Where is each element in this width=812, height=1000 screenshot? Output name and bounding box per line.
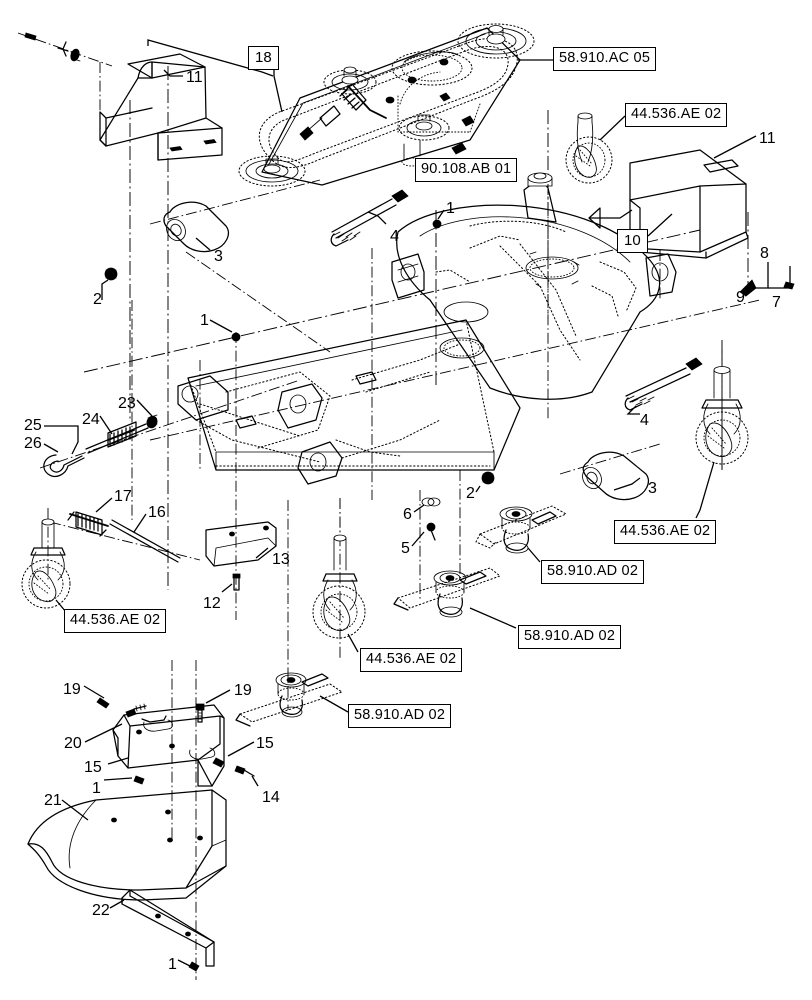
- reference-callout[interactable]: 44.536.AE 02: [625, 103, 728, 127]
- item-number[interactable]: 7: [772, 294, 781, 311]
- item-number[interactable]: 15: [256, 735, 274, 752]
- item-number[interactable]: 24: [82, 411, 100, 428]
- roller-3-right: [559, 443, 661, 501]
- reference-callout[interactable]: 58.910.AD 02: [541, 560, 645, 584]
- item-number[interactable]: 1: [446, 200, 455, 217]
- item-number[interactable]: 5: [401, 540, 410, 557]
- item-number[interactable]: 15: [84, 759, 102, 776]
- leader-11-left: [163, 69, 183, 77]
- bolt-4-right: [624, 357, 703, 415]
- reference-callout[interactable]: 90.108.AB 01: [415, 158, 518, 182]
- item-number[interactable]: 3: [648, 480, 657, 497]
- fastener-1-markers: [209, 209, 445, 342]
- boxed-item-number[interactable]: 10: [617, 229, 648, 253]
- reference-callout[interactable]: 44.536.AE 02: [64, 609, 167, 633]
- spindle-blade-right: [475, 505, 568, 563]
- item-number[interactable]: 2: [466, 485, 475, 502]
- gearbox-cluster: [299, 50, 481, 167]
- item-number[interactable]: 14: [262, 789, 280, 806]
- item-number[interactable]: 12: [203, 595, 221, 612]
- spindle-blade-mid: [393, 567, 517, 629]
- roller-3-left: [149, 179, 331, 353]
- reference-callout[interactable]: 58.910.AD 02: [518, 625, 622, 649]
- item-number[interactable]: 23: [118, 395, 136, 412]
- mower-deck-frame: [83, 172, 761, 710]
- fastener-2-mid: [475, 471, 495, 493]
- link-assembly-23-26: [39, 379, 301, 478]
- pin-12: [221, 573, 241, 593]
- reference-callout[interactable]: 58.910.AD 02: [348, 704, 452, 728]
- item-number[interactable]: 11: [186, 69, 203, 86]
- spindle-blade-low: [235, 672, 349, 727]
- item-number[interactable]: 26: [24, 435, 42, 452]
- item-number[interactable]: 11: [759, 130, 776, 147]
- item-number[interactable]: 6: [403, 506, 412, 523]
- caster-wheel-right: [695, 340, 749, 519]
- item-number[interactable]: 2: [93, 291, 102, 308]
- item-number[interactable]: 16: [148, 504, 166, 521]
- caster-wheel-left: [21, 508, 71, 613]
- pulley-lower-left: [238, 155, 306, 187]
- bolt-4-left: [330, 189, 409, 247]
- item-number[interactable]: 19: [63, 681, 81, 698]
- fastener-2-left: [101, 267, 118, 300]
- item-number[interactable]: 9: [736, 289, 745, 306]
- item-number[interactable]: 22: [92, 902, 110, 919]
- item-number[interactable]: 17: [114, 488, 132, 505]
- item-number[interactable]: 21: [44, 792, 62, 809]
- rod-assembly-16-17: [49, 497, 201, 563]
- caster-wheel-center: [312, 498, 366, 653]
- fastener-5: [411, 522, 436, 547]
- cover-10-right: [588, 135, 795, 297]
- leader-18: [147, 39, 274, 77]
- caster-wheel-upper-right: [547, 110, 626, 318]
- item-number[interactable]: 3: [214, 248, 223, 265]
- belt-drive-assembly: [238, 23, 553, 187]
- boxed-item-number[interactable]: 18: [248, 46, 279, 70]
- item-number[interactable]: 19: [234, 682, 252, 699]
- pulley-upper-right: [457, 23, 535, 59]
- item-number[interactable]: 13: [272, 551, 290, 568]
- top-left-fasteners: [17, 32, 113, 120]
- item-number[interactable]: 1: [168, 956, 177, 973]
- reference-callout[interactable]: 58.910.AC 05: [553, 47, 657, 71]
- fastener-6: [413, 497, 441, 513]
- item-number[interactable]: 8: [760, 245, 769, 262]
- item-number[interactable]: 4: [390, 228, 399, 245]
- item-number[interactable]: 25: [24, 417, 42, 434]
- reference-callout[interactable]: 44.536.AE 02: [360, 648, 463, 672]
- skid-13: [205, 521, 277, 567]
- item-number[interactable]: 1: [200, 312, 209, 329]
- reference-callout[interactable]: 44.536.AE 02: [614, 520, 717, 544]
- bottom-assembly: [27, 660, 259, 980]
- item-number[interactable]: 1: [92, 780, 101, 797]
- bracket-11-left: [99, 53, 223, 590]
- item-number[interactable]: 20: [64, 735, 82, 752]
- item-number[interactable]: 4: [640, 412, 649, 429]
